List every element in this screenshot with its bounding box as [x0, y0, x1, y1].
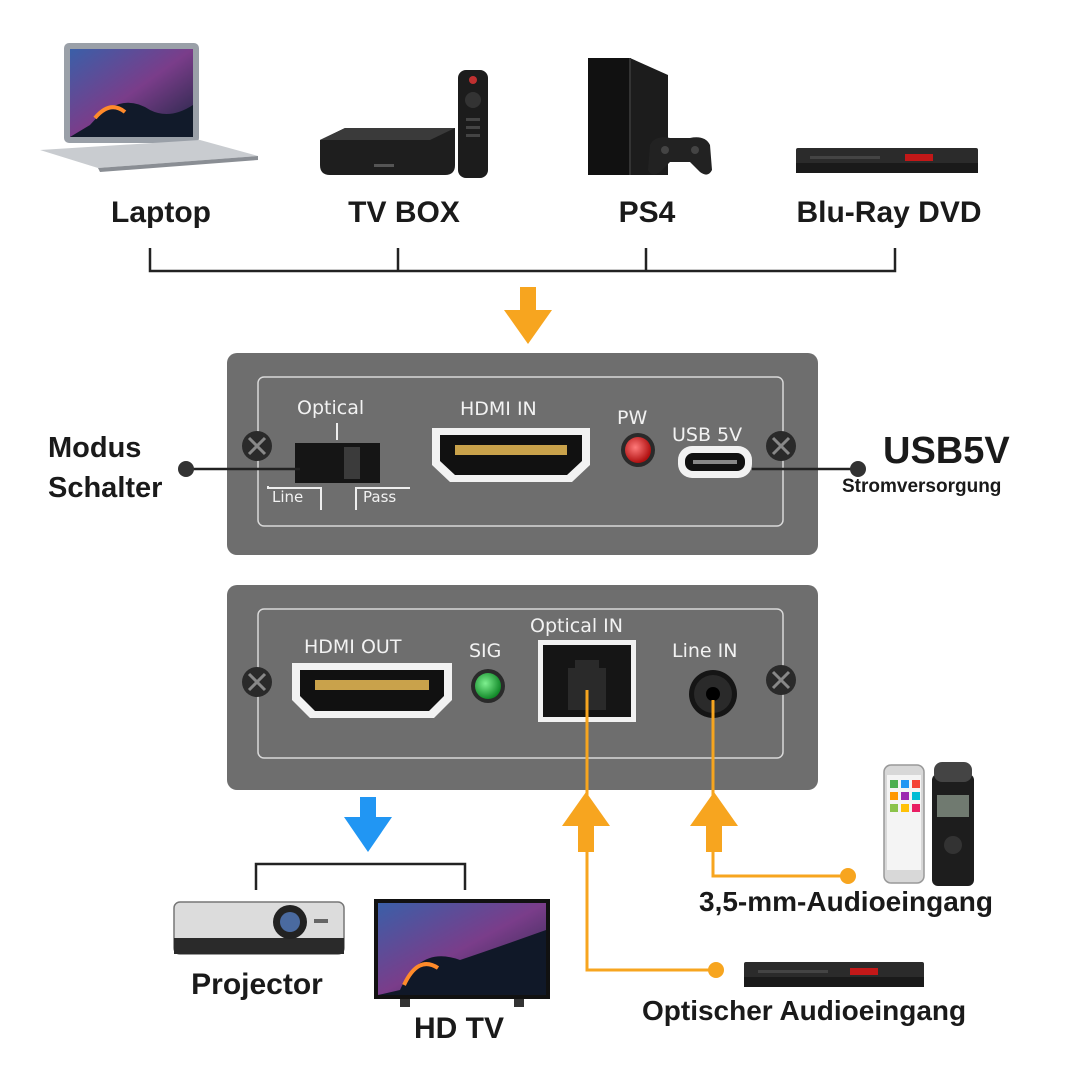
screw-icon: [766, 665, 796, 695]
source-label-tvbox: TV BOX: [348, 196, 460, 229]
voice-recorder-icon: [932, 762, 974, 886]
tv-icon: [374, 899, 550, 1007]
output-label-hdtv: HD TV: [414, 1012, 504, 1045]
orange-arrow-up-icon: [562, 792, 610, 852]
output-bracket: [254, 862, 467, 890]
remote-icon: [458, 70, 488, 178]
line-wire-endpoint: [840, 868, 856, 884]
hdmi-out-port: [292, 663, 452, 718]
orange-arrow-up-icon: [690, 792, 738, 852]
hdmi-out-label: HDMI OUT: [304, 636, 402, 658]
tv-box-icon: [320, 128, 455, 175]
usb-port-label: USB 5V: [672, 424, 743, 446]
output-label-projector: Projector: [191, 968, 323, 1001]
hdmi-in-label: HDMI IN: [460, 398, 537, 420]
switch-label-line: Line: [272, 488, 304, 506]
source-label-laptop: Laptop: [111, 196, 211, 229]
source-label-ps4: PS4: [618, 196, 676, 229]
orange-arrow-down-icon: [504, 287, 552, 344]
source-bracket: [148, 248, 897, 273]
pw-label: PW: [617, 407, 648, 429]
mode-switch-callout-line: [178, 461, 300, 477]
line-audio-wire: [711, 700, 848, 878]
sig-label: SIG: [469, 640, 502, 662]
usb-callout-title: USB5V: [883, 430, 1010, 472]
projector-icon: [173, 901, 345, 955]
bluray-player-icon: [796, 148, 978, 173]
blue-arrow-down-icon: [344, 797, 392, 852]
gamepad-icon: [648, 137, 712, 175]
laptop-icon: [40, 43, 258, 172]
optical-audio-wire: [585, 690, 716, 972]
source-label-bluray: Blu-Ray DVD: [796, 196, 982, 229]
usb-callout-subtitle: Stromversorgung: [842, 476, 1002, 497]
usb-port: [678, 446, 752, 478]
optical-wire-endpoint: [708, 962, 724, 978]
mode-switch-callout-line2: Schalter: [48, 472, 163, 504]
optical-in-label: Optical IN: [530, 615, 623, 637]
power-led: [621, 433, 655, 467]
screw-icon: [242, 431, 272, 461]
line-in-jack: [689, 670, 737, 718]
smartphone-icon: [883, 764, 925, 884]
screw-icon: [766, 431, 796, 461]
mode-switch-callout-line1: Modus: [48, 432, 142, 464]
mode-switch[interactable]: [267, 423, 410, 510]
bluray-player-icon: [744, 962, 924, 987]
switch-label-optical: Optical: [297, 397, 365, 419]
optical-audio-label: Optischer Audioeingang: [642, 995, 967, 1026]
audio-35mm-label: 3,5-mm-Audioeingang: [699, 886, 994, 917]
signal-led: [471, 669, 505, 703]
screw-icon: [242, 667, 272, 697]
usb-callout-line: [752, 461, 866, 477]
switch-label-pass: Pass: [363, 488, 397, 506]
hdmi-in-port: [432, 428, 590, 482]
line-in-label: Line IN: [672, 640, 738, 662]
